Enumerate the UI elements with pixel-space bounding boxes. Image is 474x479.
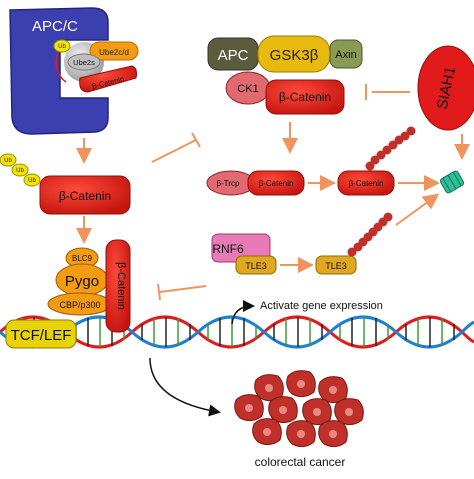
- inhibit-bar-rnf6: [157, 283, 161, 301]
- ub-loop: [55, 51, 67, 83]
- free-bcatenin-label: β-Catenin: [59, 189, 111, 203]
- ub-bcatenin-label: β-Catenin: [349, 179, 384, 188]
- gsk3b-label: GSK3β: [270, 47, 319, 64]
- ub-tag-3: [23, 173, 41, 187]
- dna-helix: [0, 315, 474, 349]
- apcc-complex: APC/C Ube2c/d Ube2s Ub β-Catenin: [9, 7, 139, 135]
- ub-tag-1-label: Ub: [4, 158, 12, 164]
- apc-label: APC: [218, 47, 249, 64]
- apcc-ub-tag: [53, 39, 71, 53]
- rnf6-label: RNF6: [212, 242, 244, 256]
- ube2cd-label: Ube2c/d: [99, 48, 129, 57]
- blc9-label: BLC9: [72, 254, 93, 263]
- ck1-label: CK1: [237, 83, 258, 95]
- apcc-bcatenin: [79, 65, 137, 93]
- free-bcatenin: [39, 175, 131, 215]
- nuclear-bcatenin: [105, 239, 131, 333]
- cancer-cells: [234, 370, 364, 448]
- destruction-bcatenin: [265, 79, 345, 115]
- cancer-arrow: [149, 357, 221, 417]
- ub-chain-2: [347, 212, 393, 257]
- activate-text: Activate gene expression: [260, 300, 383, 312]
- proteasome: [439, 170, 465, 194]
- tcf-box: [5, 319, 77, 349]
- tle3-a-box: [235, 255, 277, 275]
- trcp-bcatenin-label: β-Catenin: [259, 179, 294, 188]
- axin-label: Axin: [335, 49, 356, 61]
- ube2s-box: [67, 53, 101, 71]
- trcp-label: β-Trcp: [217, 179, 241, 188]
- cbp-label: CBP/p300: [59, 300, 100, 310]
- trcp-bcatenin: [247, 170, 305, 196]
- ub-tag-2: [11, 163, 29, 177]
- tcf-label: TCF/LEF: [11, 327, 72, 344]
- ub-tag-1: [0, 153, 17, 167]
- apcc-label: APC/C: [32, 18, 78, 35]
- arrow-tle3-proteasome: [395, 193, 440, 226]
- siah-group: SIAH1: [417, 45, 474, 131]
- ube2cd-box: [89, 41, 139, 61]
- trcp-complex: β-Trcp β-Catenin: [206, 170, 305, 196]
- ube2s-label: Ube2s: [73, 58, 95, 67]
- ub-chain-1: [365, 126, 416, 171]
- tle3-a-label: TLE3: [245, 261, 267, 271]
- ub-bcatenin-group: Ub Ub Ub β-Catenin: [0, 153, 131, 215]
- nuclear-bcatenin-label: β-Catenin: [115, 262, 127, 310]
- inhibit-bcat-trcp: [151, 139, 197, 163]
- ub-tag-3-label: Ub: [28, 178, 36, 184]
- ub-bcatenin-box: [337, 170, 395, 196]
- destruction-bcatenin-label: β-Catenin: [279, 90, 331, 104]
- pygo-label: Pygo: [65, 273, 99, 290]
- tle3-b-box: [315, 255, 357, 275]
- inhibit-rnf6-nuclear: [159, 285, 207, 293]
- rnf6-group: RNF6 TLE3: [211, 233, 277, 275]
- activate-arrow: [231, 300, 255, 325]
- destruction-complex: APC GSK3β Axin CK1 β-Catenin: [207, 35, 363, 115]
- ub-bcatenin-degradation: β-Catenin: [337, 126, 416, 196]
- apcc-ub-label: Ub: [58, 44, 66, 50]
- tle3-ub-group: TLE3: [315, 212, 393, 275]
- nuclear-complex: BLC9 Pygo CBP/p300 TCF/LEF β-Catenin: [5, 239, 131, 349]
- ub-tag-2-label: Ub: [16, 168, 24, 174]
- apcc-shape: [9, 7, 109, 135]
- cancer-text: colorectal cancer: [255, 455, 346, 469]
- axin-box: [329, 39, 363, 69]
- siah-box: [417, 45, 474, 131]
- inhibit-bar-1: [191, 132, 201, 148]
- tle3-b-label: TLE3: [325, 261, 347, 271]
